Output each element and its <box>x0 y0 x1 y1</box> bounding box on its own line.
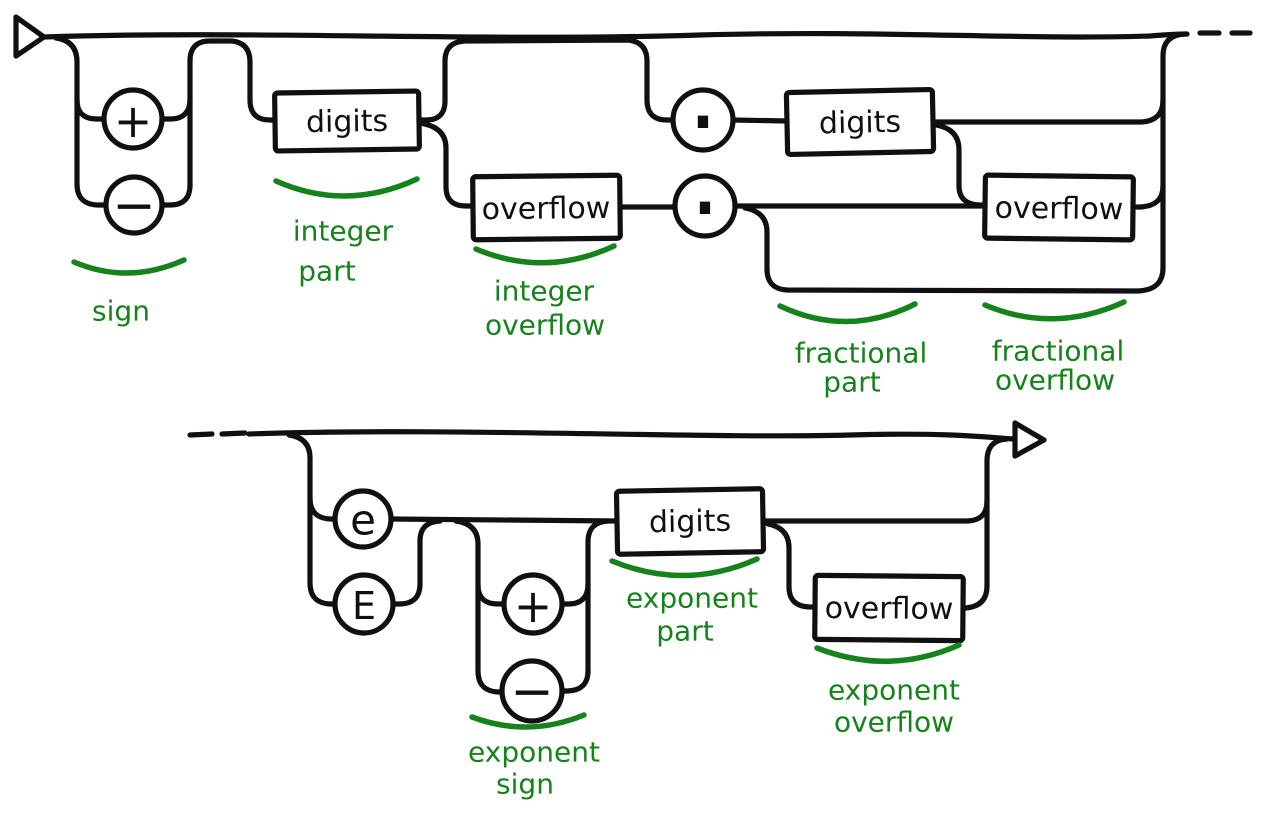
sign-minus-exit-line <box>159 182 193 208</box>
fractional-part-annotation-line2: part <box>823 366 880 399</box>
exponent-e-label: e <box>350 496 376 545</box>
fractional-part-annotation-brace <box>777 301 918 325</box>
fractional-part-annotation-line1: fractional <box>795 337 928 370</box>
exponent-overflow-label: overflow <box>824 591 953 627</box>
exponent-sign-entry-line <box>453 518 505 695</box>
exponent-overflow-annotation-line2: overflow <box>834 706 954 739</box>
sign-branch-entry-line <box>53 35 108 208</box>
exponent-part-annotation-brace <box>609 556 760 579</box>
sign-annotation-brace <box>71 257 187 276</box>
exponent-sign-annotation-line2: sign <box>496 768 554 801</box>
integer-overflow-annotation-line1: integer <box>494 275 595 308</box>
decimal-dot-upper-exit-line <box>730 117 790 124</box>
fractional-overflow-annotation-line1: fractional <box>992 335 1125 368</box>
sign-minus-label: − <box>112 176 156 236</box>
sign-annotation-label: sign <box>92 295 150 328</box>
exponent-E-label: E <box>352 584 376 628</box>
exponent-plus-label: + <box>514 579 553 633</box>
exponent-e-exit-line <box>388 516 620 524</box>
integer-overflow-node: overflow <box>470 172 623 243</box>
row2-exponent-syntax: e E + − digits overflow <box>187 420 1047 724</box>
integer-overflow-annotation-line2: overflow <box>485 309 605 342</box>
row1-merge-collector <box>1160 31 1188 271</box>
exponent-e-entry-line <box>307 495 338 522</box>
exponent-minus-exit-line <box>559 668 591 694</box>
row1-number-syntax: + − digits overflow · · <box>13 14 1253 294</box>
integer-digits-exit-overflow-line <box>417 120 476 209</box>
fractional-overflow-label: overflow <box>994 191 1123 228</box>
end-arrow-icon <box>1012 420 1047 459</box>
integer-part-annotation-line1: integer <box>293 215 394 248</box>
integer-overflow-label: overflow <box>481 191 610 227</box>
annotations: sign integer part integer overflow fract… <box>71 176 1127 801</box>
integer-overflow-annotation-brace <box>473 243 617 266</box>
fractional-skip-line <box>742 205 1166 294</box>
integer-part-annotation-brace <box>273 176 420 199</box>
sign-plus-label: + <box>114 94 153 148</box>
row2-main-line <box>246 429 1017 442</box>
fractional-digits-label: digits <box>819 105 902 142</box>
exponent-part-annotation-line2: part <box>656 615 713 648</box>
exponent-overflow-exit-line <box>960 497 990 611</box>
fractional-digits-node: digits <box>783 86 937 158</box>
sign-plus-entry-line <box>74 97 106 122</box>
exponent-digits-node: digits <box>613 486 767 557</box>
integer-digits-exit-top-line <box>416 37 676 123</box>
exponent-digits-label: digits <box>649 504 732 540</box>
exponent-sign-annotation-brace <box>469 712 587 730</box>
integer-part-annotation-line2: part <box>298 255 355 288</box>
fractional-overflow-annotation-line2: overflow <box>995 364 1115 397</box>
exponent-overflow-node: overflow <box>812 572 966 644</box>
fractional-overflow-annotation-brace <box>982 299 1127 322</box>
row2-continuation-dashes-icon <box>187 430 248 438</box>
decimal-dot-upper-glyph: · <box>687 64 719 181</box>
exponent-plus-entry-line <box>475 582 507 607</box>
exponent-branch-entry-line <box>286 432 338 607</box>
integer-digits-node: digits <box>272 88 422 154</box>
fractional-digits-exit-line <box>930 97 1166 125</box>
fractional-overflow-node: overflow <box>982 172 1136 243</box>
start-arrow-icon <box>13 14 47 59</box>
sign-plus-exit-line <box>159 96 193 122</box>
row1-main-line <box>41 30 1190 40</box>
exponent-digits-exit-line <box>760 436 1010 524</box>
fractional-overflow-exit-line <box>1130 183 1166 210</box>
exponent-overflow-annotation-line1: exponent <box>828 674 960 707</box>
sign-merge-to-digits-line <box>187 38 278 190</box>
exponent-plus-exit-line <box>559 581 591 607</box>
exponent-minus-label: − <box>510 662 554 722</box>
exponent-E-merge-line <box>390 518 443 607</box>
fractional-digits-exit-overflow-line <box>933 122 988 208</box>
exponent-sign-merge-line <box>585 518 611 676</box>
exponent-overflow-annotation-brace <box>814 642 962 665</box>
exponent-digits-exit-overflow-line <box>765 521 818 610</box>
decimal-dot-lower-glyph: · <box>689 150 721 267</box>
exponent-sign-annotation-line1: exponent <box>468 736 600 769</box>
integer-digits-label: digits <box>306 104 389 140</box>
exponent-part-annotation-line1: exponent <box>626 582 758 615</box>
